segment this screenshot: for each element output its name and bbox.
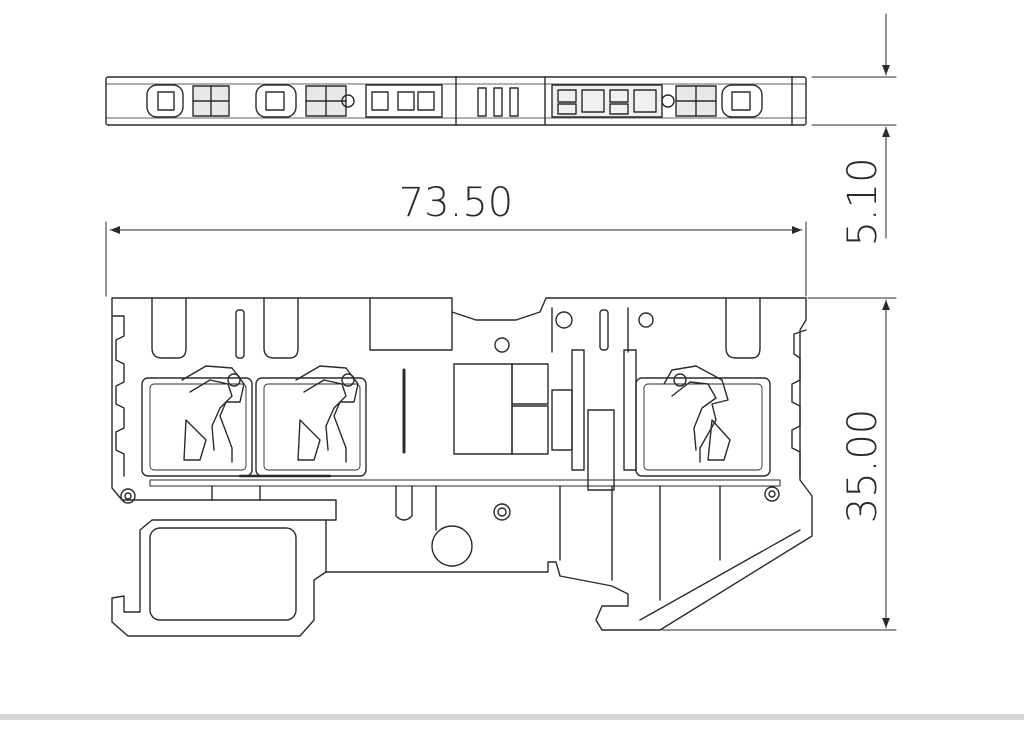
bottom-divider: [0, 714, 1024, 720]
housing-outline: [111, 297, 813, 637]
top-view: [105, 76, 807, 126]
front-view: [111, 297, 813, 637]
spring-clamp-2: [295, 365, 359, 463]
thickness-dimension-label: 5.10: [840, 157, 886, 246]
height-dimension: [661, 297, 897, 631]
thickness-dimension: [811, 13, 897, 239]
spring-clamp-3: [663, 365, 731, 463]
width-dimension-label: 73.50: [399, 180, 514, 226]
spring-clamp-1: [181, 365, 245, 463]
height-dimension-label: 35.00: [840, 409, 886, 524]
width-dimension: [105, 221, 807, 297]
